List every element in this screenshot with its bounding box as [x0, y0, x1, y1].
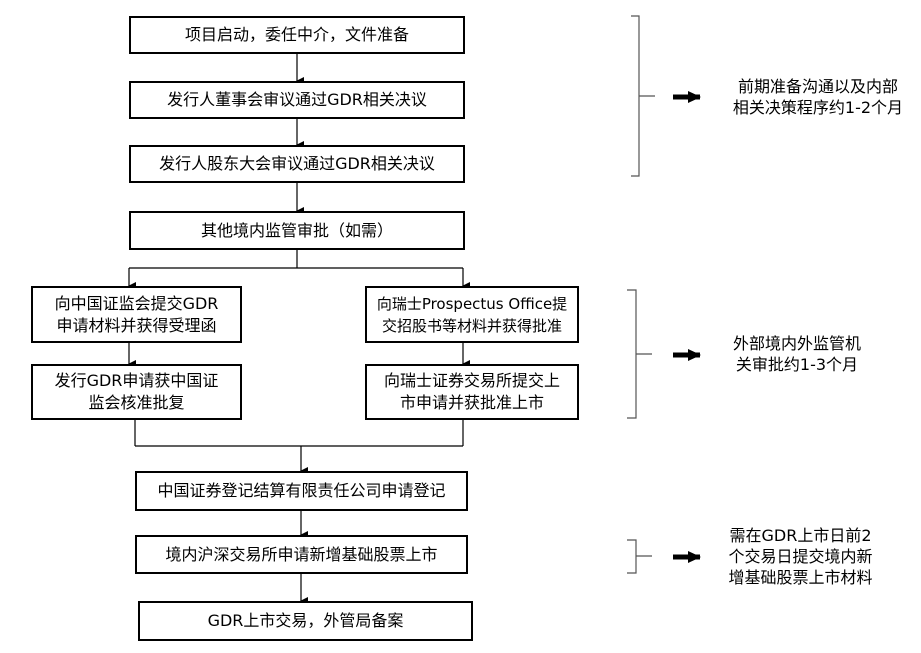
step-exchange-listing: 境内沪深交易所申请新增基础股票上市 — [135, 535, 468, 574]
step-domestic-approval: 其他境内监管审批（如需） — [129, 211, 465, 250]
step-csrc-submission-line1: 向中国证监会提交GDR — [54, 293, 219, 313]
step-swiss-listing-line1: 向瑞士证券交易所提交上 — [383, 371, 560, 390]
note-approval: 外部境内外监管机 关审批约1-3个月 — [712, 333, 882, 375]
step-csrc-approval: 发行GDR申请获中国证 监会核准批复 — [31, 364, 242, 420]
step-board-resolution: 发行人董事会审议通过GDR相关决议 — [129, 81, 465, 119]
step-exchange-listing-label: 境内沪深交易所申请新增基础股票上市 — [165, 544, 438, 564]
step-swiss-listing: 向瑞士证券交易所提交上 市申请并获批准上市 — [365, 364, 579, 420]
step-csrc-submission-line2: 申请材料并获得受理函 — [56, 315, 217, 335]
bracket-1 — [631, 15, 655, 177]
note-listing-materials: 需在GDR上市日前2 个交易日提交境内新 增基础股票上市材料 — [708, 525, 893, 588]
step-gdr-trading: GDR上市交易，外管局备案 — [138, 601, 473, 641]
step-project-start: 项目启动，委任中介，文件准备 — [129, 16, 465, 54]
note-listing-materials-line3: 增基础股票上市材料 — [728, 568, 873, 587]
note-listing-materials-line2: 个交易日提交境内新 — [728, 547, 873, 566]
note-preparation-line1: 前期准备沟通以及内部 — [737, 77, 898, 96]
step-swiss-prospectus-line2: 交招股书等材料并获得批准 — [381, 316, 562, 335]
note-preparation: 前期准备沟通以及内部 相关决策程序约1-2个月 — [718, 76, 918, 118]
step-board-resolution-label: 发行人董事会审议通过GDR相关决议 — [167, 90, 427, 109]
note-listing-materials-line1: 需在GDR上市日前2 — [729, 526, 872, 545]
step-swiss-prospectus-line1: 向瑞士Prospectus Office提 — [376, 294, 568, 313]
step-gdr-trading-label: GDR上市交易，外管局备案 — [207, 611, 404, 630]
note-preparation-line2: 相关决策程序约1-2个月 — [732, 98, 904, 117]
step-shareholder-resolution-label: 发行人股东大会审议通过GDR相关决议 — [159, 154, 435, 173]
step-csdc-registration-label: 中国证券登记结算有限责任公司申请登记 — [157, 481, 446, 500]
note-approval-line2: 关审批约1-3个月 — [735, 355, 859, 374]
step-csrc-approval-line2: 监会核准批复 — [88, 393, 185, 412]
step-swiss-prospectus: 向瑞士Prospectus Office提 交招股书等材料并获得批准 — [365, 286, 579, 343]
bracket-2 — [627, 289, 652, 419]
step-swiss-listing-line2: 市申请并获批准上市 — [399, 393, 544, 412]
step-csdc-registration: 中国证券登记结算有限责任公司申请登记 — [135, 471, 468, 511]
bracket-3 — [627, 539, 652, 574]
step-shareholder-resolution: 发行人股东大会审议通过GDR相关决议 — [129, 145, 465, 183]
step-csrc-submission: 向中国证监会提交GDR 申请材料并获得受理函 — [31, 286, 242, 343]
step-domestic-approval-label: 其他境内监管审批（如需） — [200, 220, 393, 240]
note-approval-line1: 外部境内外监管机 — [732, 334, 861, 353]
step-csrc-approval-line1: 发行GDR申请获中国证 — [54, 371, 219, 390]
step-project-start-label: 项目启动，委任中介，文件准备 — [184, 25, 409, 44]
